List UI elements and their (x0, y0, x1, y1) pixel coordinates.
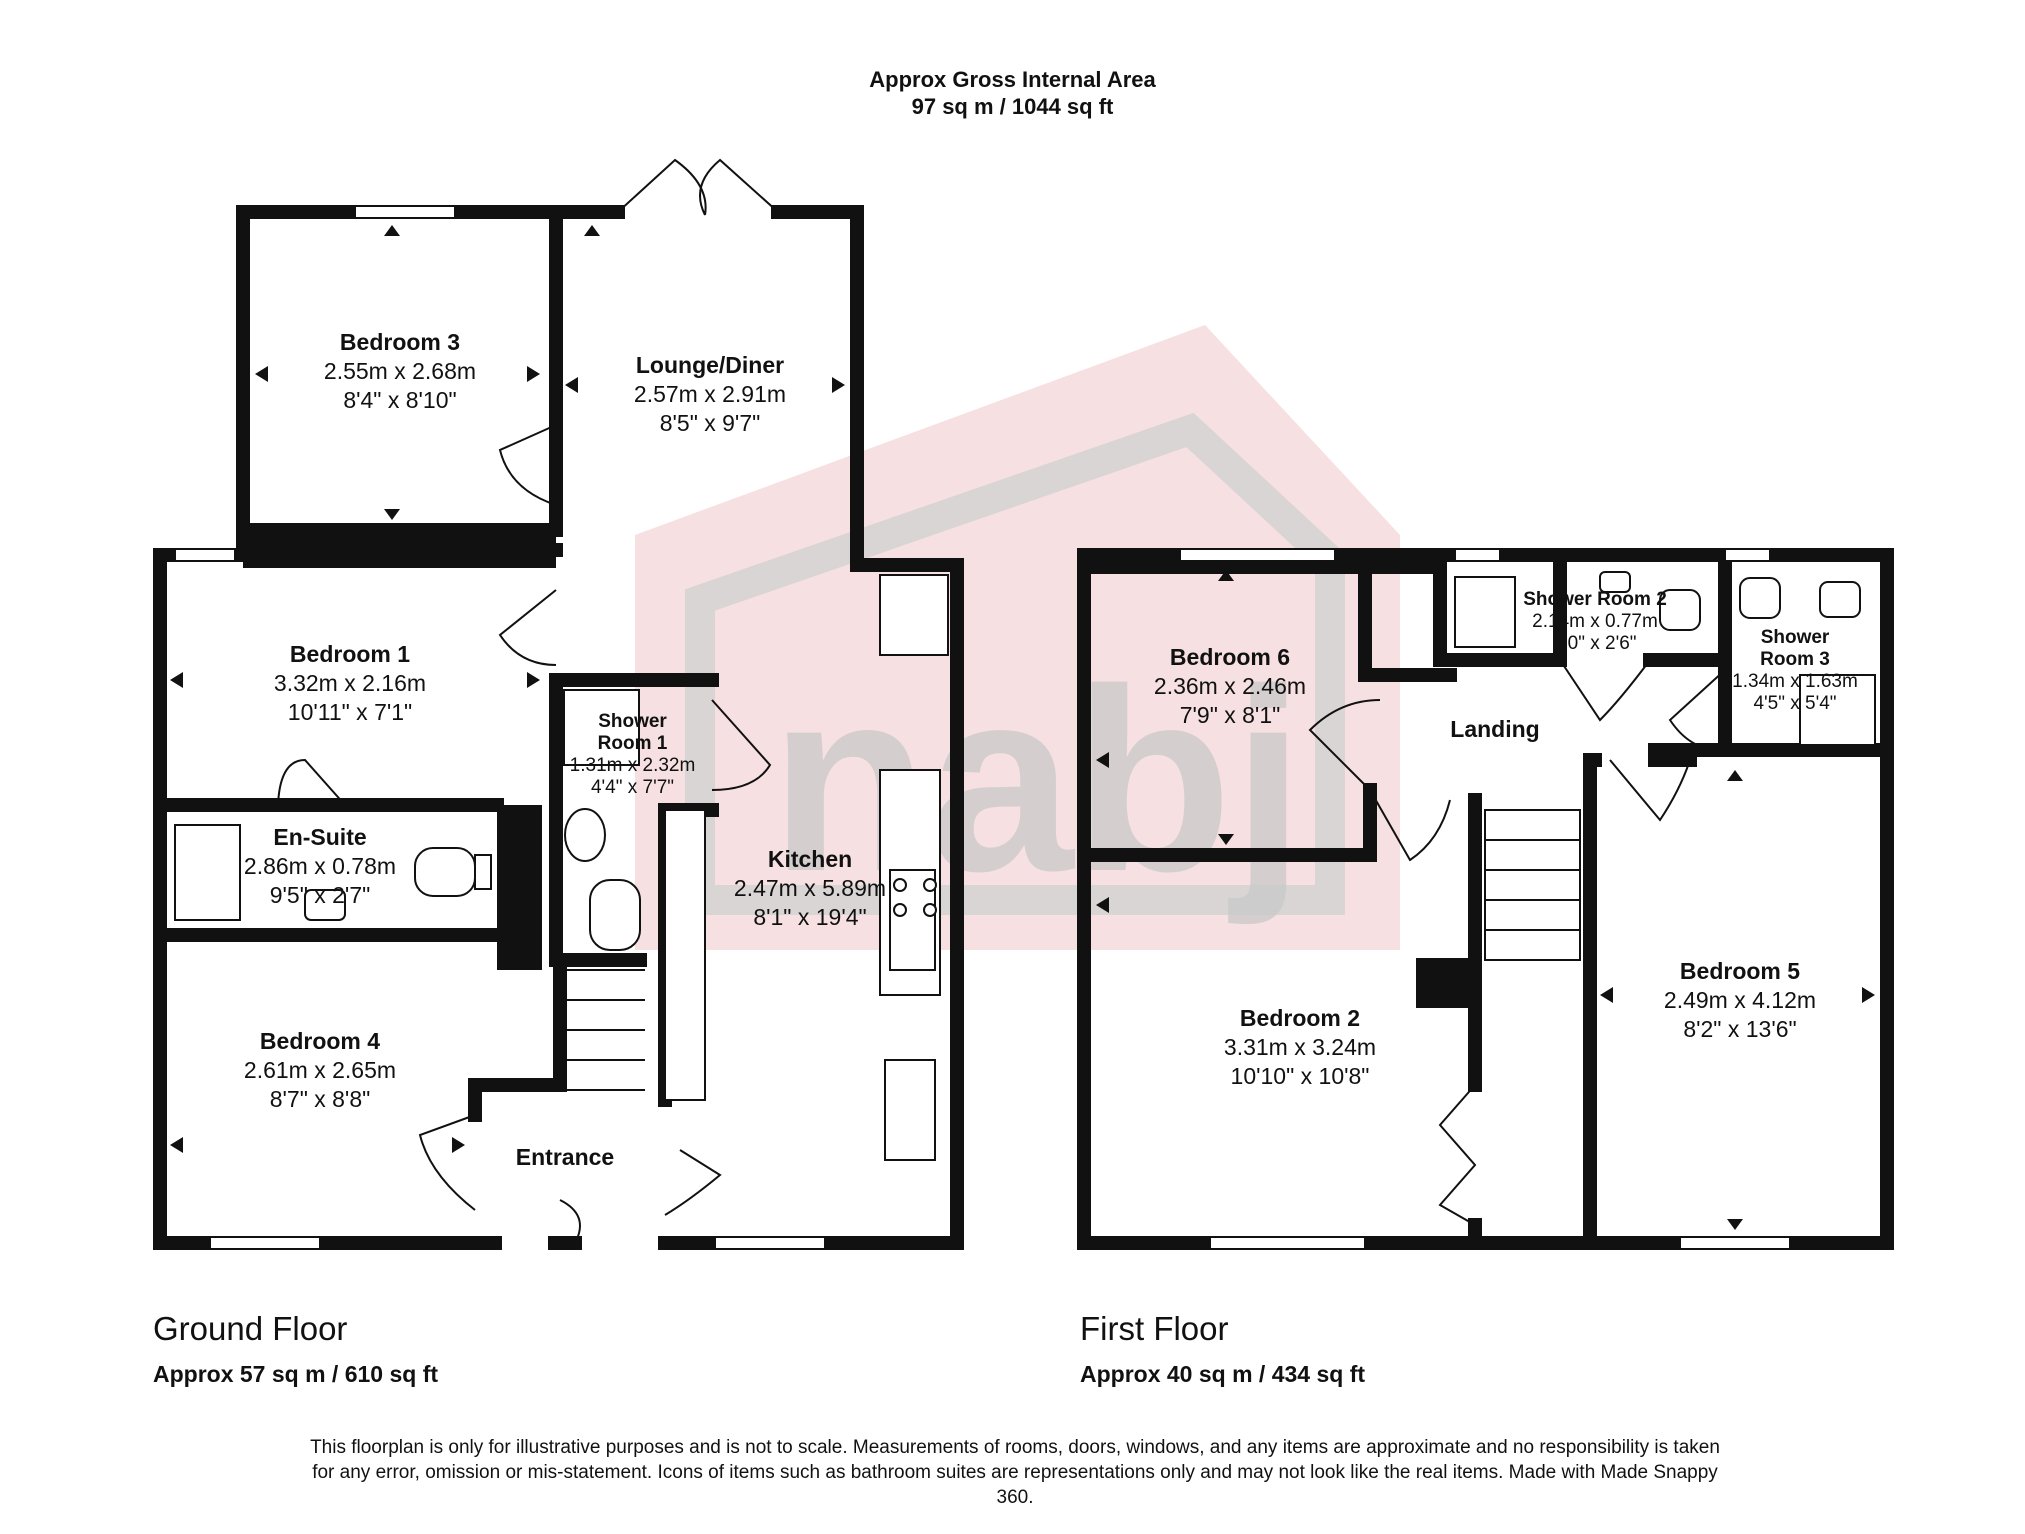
room-name: Shower Room 2 (1523, 589, 1667, 610)
room-name: En-Suite (273, 824, 367, 850)
room-imperial: 7'9" x 8'1" (1179, 702, 1281, 728)
first-doors (1308, 659, 1726, 1226)
room-imperial: 10'10" x 10'8" (1230, 1063, 1370, 1089)
room-kitchen: Kitchen 2.47m x 5.89m 8'1" x 19'4" (690, 845, 930, 932)
room-name: Kitchen (767, 846, 853, 872)
room-imperial: 8'5" x 9'7" (659, 410, 761, 436)
room-metric: 2.55m x 2.68m (323, 358, 477, 384)
room-metric: 1.34m x 1.63m (1732, 671, 1858, 692)
stairs (1484, 809, 1581, 961)
room-en-suite: En-Suite 2.86m x 0.78m 9'5" x 2'7" (190, 823, 450, 910)
room-metric: 2.86m x 0.78m (243, 853, 397, 879)
room-imperial: 8'1" x 19'4" (753, 904, 867, 930)
room-shower-room-2: Shower Room 2 2.14m x 0.77m 7'0" x 2'6" (1480, 589, 1710, 655)
room-entrance: Entrance (490, 1143, 640, 1172)
floor-area: Approx 57 sq m / 610 sq ft (153, 1361, 439, 1387)
floor-area: Approx 40 sq m / 434 sq ft (1080, 1361, 1366, 1387)
room-imperial: 9'5" x 2'7" (269, 882, 371, 908)
room-imperial: 8'7" x 8'8" (269, 1086, 371, 1112)
room-bedroom-1: Bedroom 1 3.32m x 2.16m 10'11" x 7'1" (190, 640, 510, 727)
room-metric: 3.32m x 2.16m (273, 670, 427, 696)
room-imperial: 4'4" x 7'7" (590, 777, 675, 798)
room-shower-room-1: Shower Room 1 1.31m x 2.32m 4'4" x 7'7" (550, 711, 715, 799)
floor-title: First Floor (1080, 1310, 1229, 1347)
room-lounge-diner: Lounge/Diner 2.57m x 2.91m 8'5" x 9'7" (570, 351, 850, 438)
dimension-markers (170, 225, 1875, 1230)
room-name-line-1: Shower (1760, 627, 1830, 648)
room-name-line-2: Room 3 (1760, 649, 1830, 670)
ground-doors (277, 158, 779, 1244)
room-name: Entrance (515, 1144, 615, 1170)
room-shower-room-3: Shower Room 3 1.34m x 1.63m 4'5" x 5'4" (1715, 627, 1875, 715)
room-metric: 2.47m x 5.89m (733, 875, 887, 901)
room-imperial: 4'5" x 5'4" (1753, 693, 1837, 714)
room-bedroom-3: Bedroom 3 2.55m x 2.68m 8'4" x 8'10" (260, 328, 540, 415)
header-line-2: 97 sq m / 1044 sq ft (911, 94, 1114, 119)
wall-block (243, 530, 556, 568)
room-name: Bedroom 5 (1679, 958, 1801, 984)
room-name-line-1: Shower (598, 711, 667, 732)
room-imperial: 8'4" x 8'10" (343, 387, 457, 413)
room-bedroom-6: Bedroom 6 2.36m x 2.46m 7'9" x 8'1" (1110, 643, 1350, 730)
room-bedroom-4: Bedroom 4 2.61m x 2.65m 8'7" x 8'8" (180, 1027, 460, 1114)
room-name: Bedroom 2 (1239, 1005, 1361, 1031)
room-metric: 2.14m x 0.77m (1532, 611, 1658, 632)
first-fixtures (1454, 571, 1876, 746)
room-bedroom-5: Bedroom 5 2.49m x 4.12m 8'2" x 13'6" (1610, 957, 1870, 1044)
watermark-text: nabj (770, 636, 1304, 927)
room-imperial: 10'11" x 7'1" (287, 699, 413, 725)
room-bedroom-2: Bedroom 2 3.31m x 3.24m 10'10" x 10'8" (1155, 1004, 1445, 1091)
room-metric: 2.49m x 4.12m (1663, 987, 1817, 1013)
first-windows (1179, 548, 1791, 1250)
room-name: Bedroom 6 (1169, 644, 1291, 670)
room-name: Landing (1450, 716, 1540, 742)
ground-windows (174, 205, 826, 1250)
gross-internal-area-header: Approx Gross Internal Area 97 sq m / 104… (0, 66, 2025, 120)
room-imperial: 8'2" x 13'6" (1683, 1016, 1797, 1042)
room-name-line-2: Room 1 (597, 733, 668, 754)
floor-title: Ground Floor (153, 1310, 348, 1347)
room-metric: 3.31m x 3.24m (1223, 1034, 1377, 1060)
ground-fixtures (174, 574, 949, 1161)
header-line-1: Approx Gross Internal Area (869, 67, 1156, 92)
room-imperial: 7'0" x 2'6" (1553, 633, 1637, 654)
first-floor-caption: First Floor Approx 40 sq m / 434 sq ft (1080, 1310, 1365, 1388)
disclaimer: This floorplan is only for illustrative … (310, 1437, 1720, 1508)
room-metric: 2.61m x 2.65m (243, 1057, 397, 1083)
ground-floor-caption: Ground Floor Approx 57 sq m / 610 sq ft (153, 1310, 438, 1388)
room-name: Bedroom 1 (289, 641, 411, 667)
wall-block (1416, 958, 1476, 1008)
room-name: Bedroom 4 (259, 1028, 381, 1054)
room-metric: 2.36m x 2.46m (1153, 673, 1307, 699)
room-landing: Landing (1420, 715, 1570, 744)
wall-block (497, 805, 542, 970)
room-name: Bedroom 3 (339, 329, 461, 355)
room-name: Lounge/Diner (635, 352, 785, 378)
first-floor-walls (1077, 548, 1894, 1250)
room-metric: 1.31m x 2.32m (569, 755, 696, 776)
watermark-logo: nabj (635, 325, 1400, 950)
room-metric: 2.57m x 2.91m (633, 381, 787, 407)
